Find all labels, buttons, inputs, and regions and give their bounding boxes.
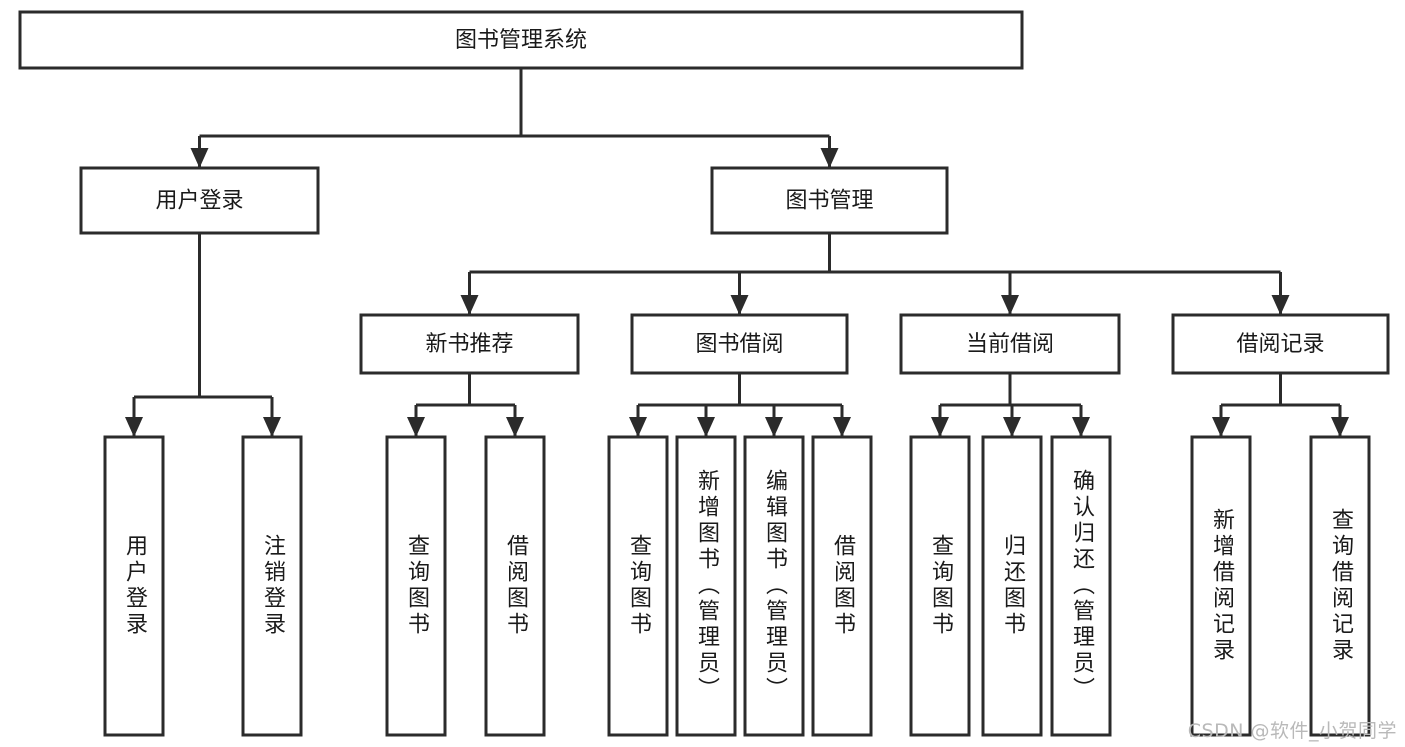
- node-leaf-1-注销登录[interactable]: [241, 435, 303, 737]
- node-leaf-11-新增借阅记录[interactable]: [1190, 435, 1252, 737]
- node-root-图书管理系统[interactable]: [18, 10, 1024, 70]
- boxes-layer: [18, 10, 1390, 737]
- node-level2-借阅记录-label: 借阅记录: [1236, 332, 1324, 357]
- node-level1-图书管理[interactable]: [710, 166, 949, 235]
- node-leaf-6-编辑图书管理员[interactable]: [743, 435, 805, 737]
- arrow-head-icon: [765, 417, 783, 437]
- node-level1-图书管理-label: 图书管理: [785, 189, 873, 214]
- arrow-head-icon: [125, 417, 143, 437]
- node-level2-当前借阅-label: 当前借阅: [966, 332, 1054, 357]
- arrow-head-icon: [730, 295, 749, 315]
- node-leaf-9-归还图书[interactable]: [981, 435, 1043, 737]
- node-root-图书管理系统-label: 图书管理系统: [455, 28, 587, 53]
- node-level1-用户登录[interactable]: [79, 166, 320, 235]
- arrow-head-icon: [1212, 417, 1230, 437]
- arrow-head-icon: [931, 417, 949, 437]
- node-level2-新书推荐-label: 新书推荐: [425, 332, 513, 357]
- node-level2-图书借阅[interactable]: [630, 313, 849, 375]
- arrow-head-icon: [833, 417, 851, 437]
- arrow-head-icon: [263, 417, 281, 437]
- connectors-layer: [125, 68, 1349, 437]
- arrow-head-icon: [1003, 417, 1021, 437]
- node-leaf-0-用户登录[interactable]: [103, 435, 165, 737]
- node-level2-借阅记录[interactable]: [1171, 313, 1390, 375]
- arrow-head-icon: [1072, 417, 1090, 437]
- arrow-head-icon: [506, 417, 524, 437]
- node-leaf-12-查询借阅记录[interactable]: [1309, 435, 1371, 737]
- arrow-head-icon: [629, 417, 647, 437]
- arrow-head-icon: [190, 148, 209, 168]
- arrow-head-icon: [820, 148, 839, 168]
- arrow-head-icon: [1001, 295, 1019, 315]
- arrow-head-icon: [697, 417, 715, 437]
- node-leaf-8-查询图书[interactable]: [909, 435, 971, 737]
- node-level2-新书推荐[interactable]: [359, 313, 580, 375]
- arrow-head-icon: [407, 417, 425, 437]
- watermark-text: CSDN @软件_小贺同学: [1187, 720, 1397, 742]
- arrow-head-icon: [460, 295, 479, 315]
- arrow-head-icon: [1271, 295, 1290, 315]
- node-level2-图书借阅-label: 图书借阅: [695, 332, 783, 357]
- arrow-head-icon: [1331, 417, 1349, 437]
- node-leaf-2-查询图书[interactable]: [385, 435, 447, 737]
- node-leaf-7-借阅图书[interactable]: [811, 435, 873, 737]
- node-level1-用户登录-label: 用户登录: [155, 189, 243, 214]
- node-leaf-5-新增图书管理员[interactable]: [675, 435, 737, 737]
- node-leaf-4-查询图书[interactable]: [607, 435, 669, 737]
- node-leaf-10-确认归还管理员[interactable]: [1050, 435, 1112, 737]
- node-level2-当前借阅[interactable]: [899, 313, 1121, 375]
- node-leaf-3-借阅图书[interactable]: [484, 435, 546, 737]
